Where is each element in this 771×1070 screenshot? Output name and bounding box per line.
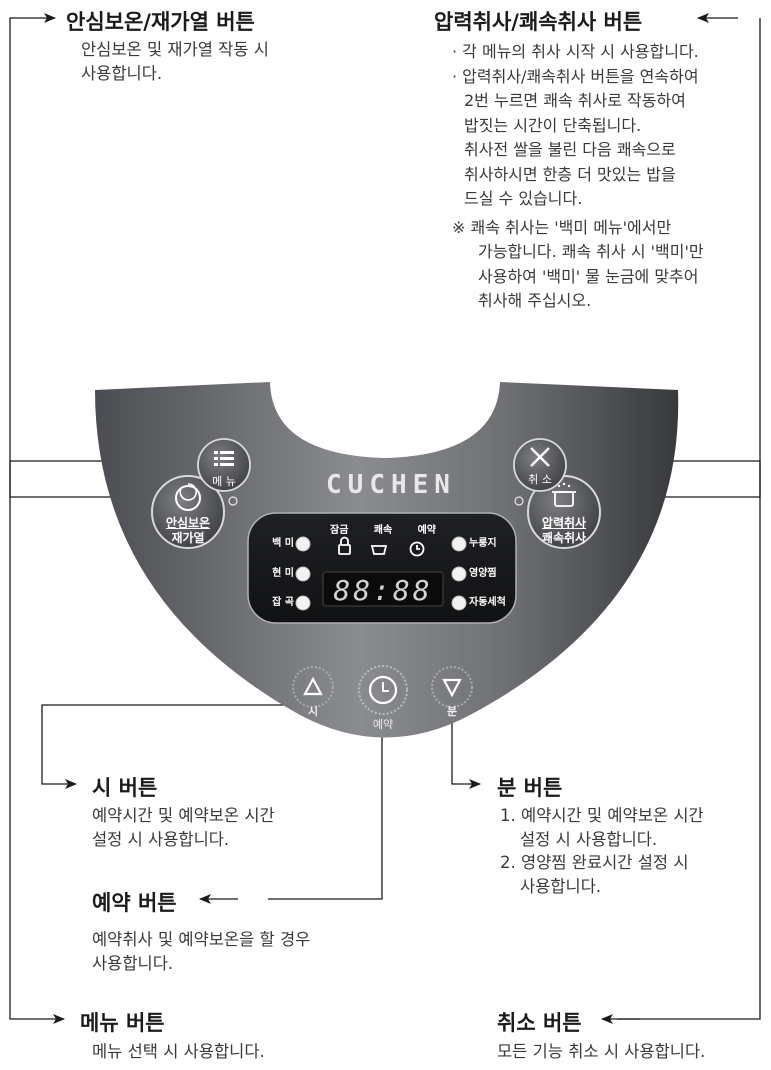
indicator-lock: 잠금 — [330, 525, 349, 536]
menu-button[interactable]: 메 뉴 — [212, 475, 236, 488]
minute-desc-line: 설정 시 사용합니다. — [520, 829, 658, 849]
hour-callout-title: 시 버튼 — [92, 776, 158, 800]
pressure-note-line: 사용하여 '백미' 물 눈금에 맞추어 — [478, 266, 699, 286]
menu-callout-title: 메뉴 버튼 — [80, 1011, 165, 1035]
reserve-leader — [268, 705, 383, 900]
indicator-fast: 쾌속 — [373, 525, 393, 536]
menu-desc-line: 메뉴 선택 시 사용합니다. — [92, 1042, 265, 1061]
pressure-desc-line: · 각 메뉴의 취사 시작 시 사용합니다. — [452, 42, 699, 61]
indicator-mixed-grain: 잡 곡 — [272, 597, 294, 608]
indicator-auto-clean: 자동세척 — [469, 597, 506, 608]
hour-desc-line: 설정 시 사용합니다. — [92, 829, 230, 849]
indicator-white-rice: 백 미 — [272, 538, 294, 549]
pressure-desc-line: 밥짓는 시간이 단축됩니다. — [464, 115, 642, 135]
cancel-desc-line: 모든 기능 취소 시 사용합니다. — [497, 1042, 706, 1061]
pressure-note-line: ※ 쾌속 취사는 '백미 메뉴'에서만 — [452, 217, 672, 237]
reserve-desc-line: 사용합니다. — [92, 953, 174, 973]
minute-leader — [451, 700, 481, 789]
display-frame — [247, 512, 517, 624]
pressure-desc-line: 2번 누르면 쾌속 취사로 작동하여 — [464, 91, 686, 110]
pressure-button-label-1[interactable]: 압력취사 — [541, 516, 587, 530]
hour-leader — [41, 704, 300, 789]
pressure-desc-line: 취사전 쌀을 불린 다음 쾌속으로 — [464, 140, 676, 159]
cancel-button[interactable]: 취 소 — [528, 473, 552, 486]
pressure-button-shape — [527, 475, 601, 549]
minute-desc-line: 2. 영양찜 완료시간 설정 시 — [500, 853, 689, 872]
indicator-nurungji: 누룽지 — [469, 538, 497, 549]
brand-logo: CUCHEN — [326, 470, 456, 500]
pressure-button-label-2[interactable]: 쾌속취사 — [541, 531, 587, 545]
keepwarm-desc-line: 사용합니다. — [81, 63, 163, 83]
minute-desc-line: 사용합니다. — [520, 876, 602, 896]
pressure-desc-line: 취사하시면 한층 더 맛있는 밥을 — [464, 164, 676, 184]
led-display: 88:88 — [333, 574, 433, 607]
minute-button-shape — [431, 666, 473, 708]
pressure-note-line: 가능합니다. 쾌속 취사 시 '백미'만 — [478, 242, 704, 261]
pressure-callout-title: 압력취사/쾌속취사 버튼 — [434, 10, 643, 34]
reserve-desc-line: 예약취사 및 예약보온을 할 경우 — [92, 930, 311, 949]
indicator-reserve: 예약 — [417, 525, 436, 536]
hour-desc-line: 예약시간 및 예약보온 시간 — [92, 806, 275, 825]
pressure-desc-line: 드실 수 있습니다. — [464, 189, 583, 208]
led-digits — [322, 571, 444, 607]
cancel-callout-title: 취소 버튼 — [497, 1011, 582, 1035]
minute-desc-line: 1. 예약시간 및 예약보온 시간 — [500, 806, 704, 825]
keepwarm-desc-line: 안심보온 및 재가열 작동 시 — [81, 40, 269, 59]
indicator-brown-rice: 현 미 — [272, 568, 294, 579]
indicator-steam: 영양찜 — [469, 568, 497, 579]
hour-button[interactable]: 시 — [307, 705, 319, 718]
minute-callout-title: 분 버튼 — [497, 776, 563, 800]
pressure-desc-line: · 압력취사/쾌속취사 버튼을 연속하여 — [452, 66, 699, 86]
keepwarm-button-shape — [151, 475, 225, 549]
keepwarm-button-label-1[interactable]: 안심보온 — [165, 516, 211, 530]
reserve-button[interactable]: 예약 — [372, 718, 394, 731]
pressure-note-line: 취사해 주십시오. — [478, 291, 592, 310]
hour-button-shape — [292, 666, 334, 708]
cancel-button-shape — [513, 438, 567, 492]
reserve-callout-title: 예약 버튼 — [92, 891, 177, 915]
keepwarm-leader — [9, 13, 168, 498]
keepwarm-callout-title: 안심보온/재가열 버튼 — [66, 10, 255, 34]
minute-button[interactable]: 분 — [446, 705, 458, 718]
keepwarm-button-label-2[interactable]: 재가열 — [171, 531, 205, 545]
reserve-button-shape — [358, 665, 408, 715]
menu-button-shape — [197, 438, 251, 492]
